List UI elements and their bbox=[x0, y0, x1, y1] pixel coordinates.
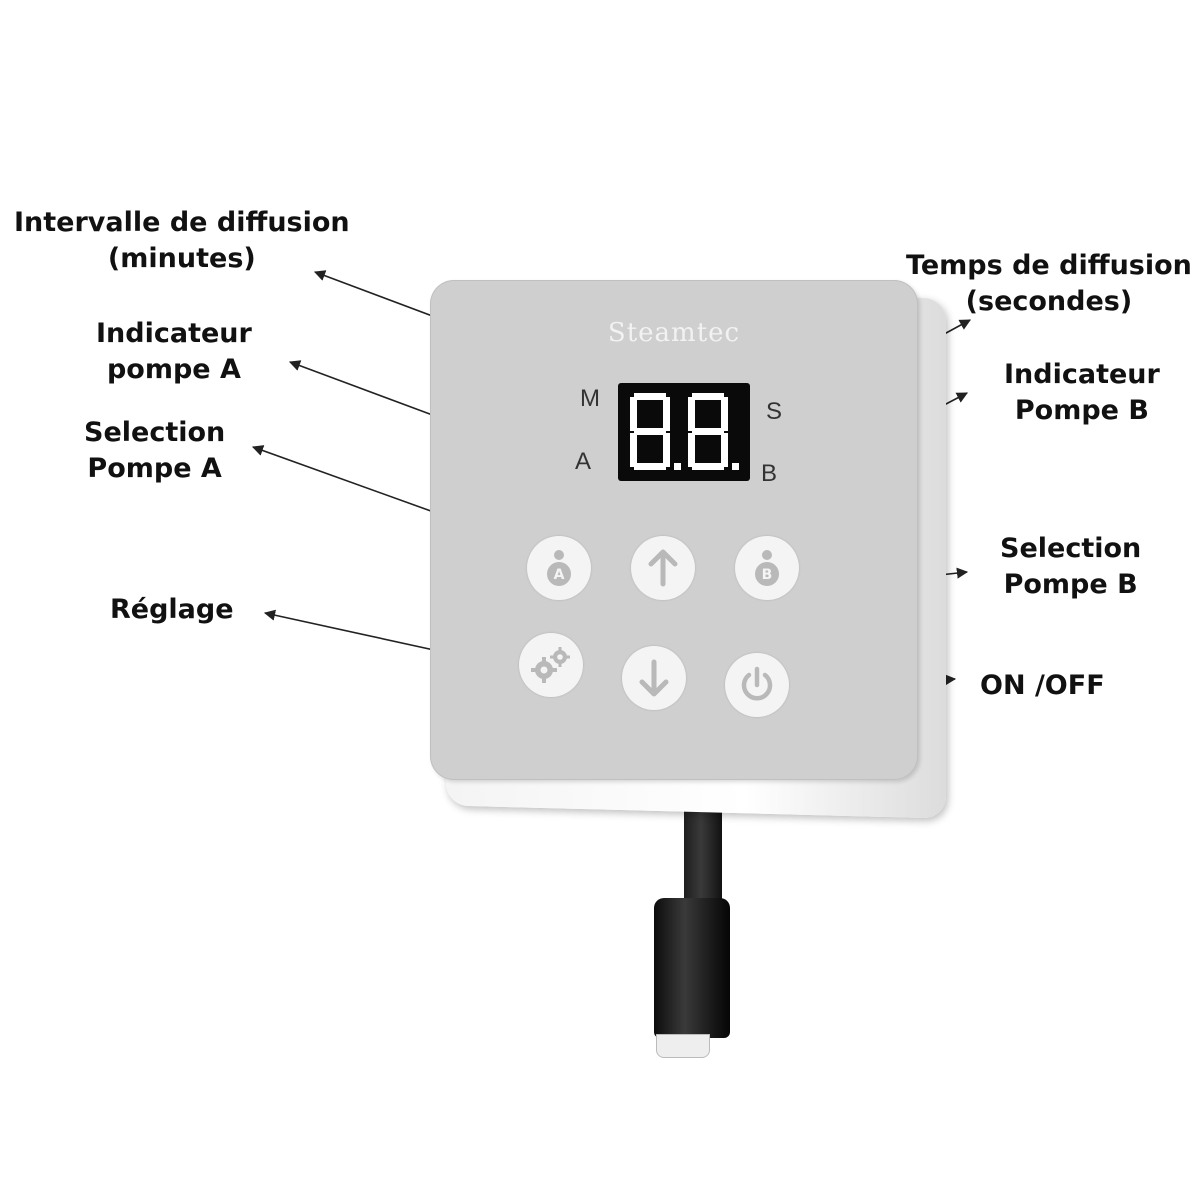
digit1-seg-f bbox=[630, 397, 637, 431]
indicator-pump-a: A bbox=[575, 448, 592, 475]
label-intervalle-line2: (minutes) bbox=[107, 243, 256, 274]
power-icon bbox=[741, 666, 773, 701]
control-panel: Steamtec M S A B bbox=[430, 280, 918, 780]
indicator-m: M bbox=[580, 385, 600, 412]
label-temps-line2: (secondes) bbox=[965, 286, 1133, 317]
label-indicateur-b-line2: Pompe B bbox=[1014, 395, 1149, 426]
digit1-seg-g bbox=[634, 428, 666, 435]
label-temps-line1: Temps de diffusion bbox=[906, 250, 1192, 281]
digit1-seg-c bbox=[663, 433, 670, 467]
cable-connector bbox=[654, 898, 730, 1038]
label-selection-pompe-b: Selection Pompe B bbox=[1000, 531, 1141, 603]
arrow-down-icon bbox=[639, 659, 669, 697]
label-reglage: Réglage bbox=[110, 594, 234, 625]
digit2-seg-f bbox=[688, 397, 695, 431]
gears-icon bbox=[531, 647, 570, 683]
label-indicateur-a-line2: pompe A bbox=[106, 354, 241, 385]
digit2-seg-a bbox=[692, 393, 724, 400]
label-indicateur-pompe-a: Indicateur pompe A bbox=[96, 316, 252, 388]
digit1-seg-b bbox=[663, 397, 670, 431]
indicator-pump-b: B bbox=[761, 460, 778, 487]
label-selection-b-line2: Pompe B bbox=[1003, 569, 1138, 600]
arrow-down-button[interactable] bbox=[622, 646, 686, 710]
brand-logo: Steamtec bbox=[607, 318, 741, 348]
digit2-dot bbox=[732, 463, 739, 470]
device-cable bbox=[684, 795, 722, 907]
digit1-seg-e bbox=[630, 433, 637, 467]
digit2-seg-b bbox=[721, 397, 728, 431]
connector-tip bbox=[656, 1034, 710, 1058]
digit1-dot bbox=[674, 463, 681, 470]
pump-b-button[interactable]: B bbox=[735, 536, 799, 600]
label-indicateur-a-line1: Indicateur bbox=[96, 318, 252, 349]
arrow-up-icon bbox=[648, 549, 678, 587]
pump-b-icon: B bbox=[755, 550, 779, 586]
label-selection-b-line1: Selection bbox=[1000, 533, 1142, 564]
display-digits bbox=[630, 393, 739, 470]
label-selection-a-line2: Pompe A bbox=[87, 453, 222, 484]
seven-segment-display bbox=[618, 383, 750, 481]
label-on-off: ON /OFF bbox=[980, 670, 1105, 701]
svg-text:B: B bbox=[762, 567, 773, 583]
power-button[interactable] bbox=[725, 653, 789, 717]
digit2-seg-c bbox=[721, 433, 728, 467]
digit1-seg-a bbox=[634, 393, 666, 400]
arrow-up-button[interactable] bbox=[631, 536, 695, 600]
pump-a-icon: A bbox=[547, 550, 571, 586]
label-indicateur-b-line1: Indicateur bbox=[1004, 359, 1160, 390]
digit2-seg-g bbox=[692, 428, 724, 435]
label-selection-a-line1: Selection bbox=[84, 417, 226, 448]
label-intervalle-diffusion: Intervalle de diffusion (minutes) bbox=[14, 205, 350, 277]
indicator-s: S bbox=[766, 398, 783, 425]
label-indicateur-pompe-b: Indicateur Pompe B bbox=[1004, 357, 1160, 429]
svg-text:A: A bbox=[554, 567, 565, 583]
digit2-seg-e bbox=[688, 433, 695, 467]
label-temps-diffusion: Temps de diffusion (secondes) bbox=[906, 248, 1192, 320]
settings-button[interactable] bbox=[519, 633, 583, 697]
digit1-seg-d bbox=[634, 463, 666, 470]
label-selection-pompe-a: Selection Pompe A bbox=[84, 415, 225, 487]
digit2-seg-d bbox=[692, 463, 724, 470]
label-intervalle-line1: Intervalle de diffusion bbox=[14, 207, 350, 238]
pump-a-button[interactable]: A bbox=[527, 536, 591, 600]
